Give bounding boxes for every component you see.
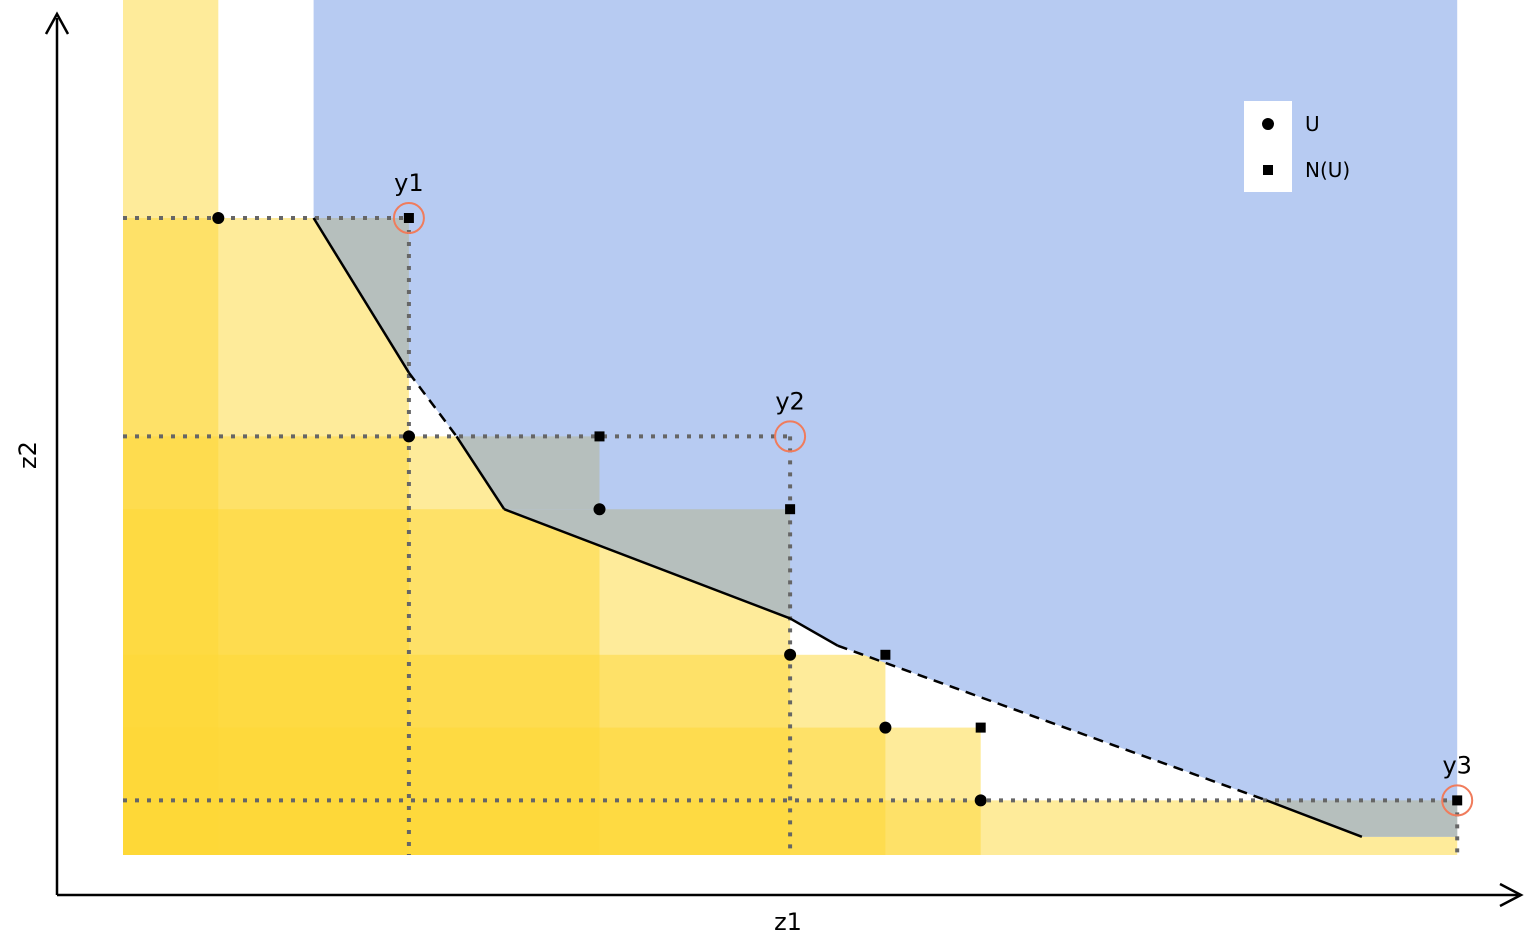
u-point-4 [784,648,797,661]
nu-point-3 [594,431,605,442]
legend-label-u: U [1305,112,1320,136]
boundary-segment-3 [455,435,506,510]
nu-point-5 [880,649,891,660]
highlight-ring-y1 [392,202,425,234]
dominating-region [313,0,1458,837]
legend: U N(U) [1244,101,1350,192]
overlap-area-2 [456,436,600,510]
axes: z1 z2 [14,11,1524,936]
point-markers: y1 y2 y3 [212,169,1474,817]
boundary-segment-6 [837,644,1268,802]
u-point-5 [879,721,892,734]
boundary-curve [312,217,1363,838]
highlight-ring-y2 [774,420,807,453]
x-axis-arrowhead [1499,882,1524,908]
overlap-area-4 [1266,800,1458,837]
u-point-1 [212,212,225,224]
boundary-segment-7 [1266,799,1363,838]
boundary-segment-2 [407,371,458,438]
legend-square-marker [1263,165,1273,175]
y-axis-label: z2 [14,441,42,469]
nu-point-6 [975,722,986,733]
u-point-2 [402,430,415,443]
highlight-ring-y3 [1441,784,1474,817]
legend-circle-marker [1262,118,1274,130]
nu-point-4 [785,504,796,515]
highlight-label-y1: y1 [394,169,423,197]
dotted-guide-lines [123,216,1460,855]
boundary-segment-5 [789,617,839,647]
boundary-segment-4 [503,508,791,620]
nu-point-2 [403,213,414,223]
legend-label-nu: N(U) [1305,158,1350,182]
y-axis-arrowhead [44,11,70,35]
x-axis-label: z1 [774,908,802,936]
highlight-label-y3: y3 [1442,751,1471,779]
dominating-region-fill [313,0,1458,837]
u-point-6 [974,794,987,807]
legend-box [1244,101,1292,192]
nu-point-7 [1452,795,1463,806]
boundary-segment-1 [312,217,410,374]
highlight-label-y2: y2 [775,387,804,415]
u-point-3 [593,503,606,516]
